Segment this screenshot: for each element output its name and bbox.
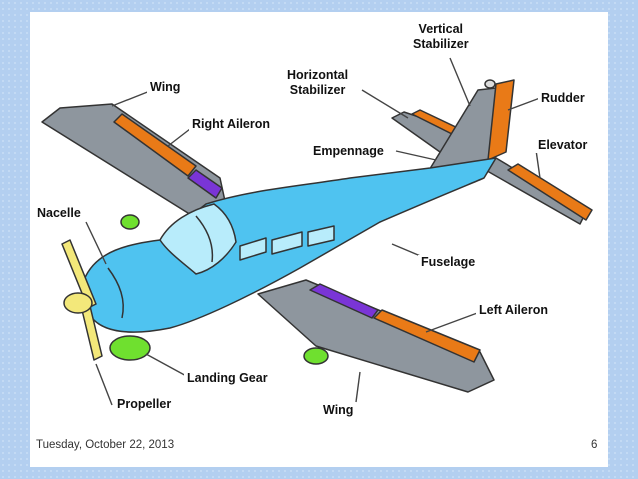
right-landing-gear	[120, 214, 140, 230]
callout-empennage	[395, 150, 437, 161]
label-vertical-stabilizer: Vertical Stabilizer	[410, 22, 472, 52]
canopy-divider	[195, 215, 214, 263]
side-window-2	[271, 231, 303, 255]
left-aileron-purple	[309, 283, 379, 319]
side-window-1	[239, 237, 267, 261]
page-number: 6	[591, 439, 598, 451]
callout-left-aileron	[425, 311, 481, 333]
callout-rudder	[507, 97, 541, 111]
label-horizontal-stabilizer-line-1: Horizontal	[287, 68, 349, 82]
rudder	[487, 79, 515, 161]
left-aileron	[373, 309, 481, 363]
label-left-aileron: Left Aileron	[476, 303, 551, 318]
landing-gear-front	[109, 335, 151, 361]
side-window-3	[307, 225, 335, 247]
left-wing	[257, 279, 495, 393]
label-right-aileron: Right Aileron	[189, 117, 274, 132]
callout-wing-top	[111, 90, 151, 107]
nacelle-panel	[107, 267, 124, 319]
label-horizontal-stabilizer-line-2: Stabilizer	[289, 83, 346, 97]
label-landing-gear: Landing Gear	[184, 371, 271, 386]
label-vertical-stabilizer-line-1: Vertical	[418, 22, 464, 36]
label-empennage: Empennage	[310, 144, 387, 159]
tail-tip	[484, 79, 496, 89]
callout-horizontal-stabilizer	[361, 89, 409, 119]
propeller-hub	[63, 292, 93, 314]
callout-elevator	[535, 149, 541, 179]
callout-vertical-stabilizer	[449, 57, 471, 107]
footer-date: Tuesday, October 22, 2013	[36, 439, 175, 451]
label-nacelle: Nacelle	[34, 206, 84, 221]
label-wing-top: Wing	[147, 80, 184, 95]
callout-right-aileron	[167, 128, 191, 147]
label-rudder: Rudder	[538, 91, 588, 106]
callout-nacelle	[85, 221, 107, 265]
label-wing-bottom: Wing	[320, 403, 357, 418]
right-aileron	[113, 113, 197, 177]
propeller-blade-top	[61, 239, 97, 309]
elevator	[507, 163, 593, 221]
canopy	[159, 203, 237, 275]
callout-landing-gear	[145, 353, 191, 379]
landing-gear-main	[303, 347, 329, 365]
label-horizontal-stabilizer: Horizontal Stabilizer	[284, 68, 352, 98]
label-vertical-stabilizer-line-2: Stabilizer	[413, 37, 469, 51]
right-aileron-purple	[187, 169, 223, 199]
label-elevator: Elevator	[535, 138, 591, 153]
callout-wing-bottom	[355, 371, 361, 403]
label-fuselage: Fuselage	[418, 255, 479, 270]
label-propeller: Propeller	[114, 397, 175, 412]
callout-propeller	[95, 363, 113, 406]
